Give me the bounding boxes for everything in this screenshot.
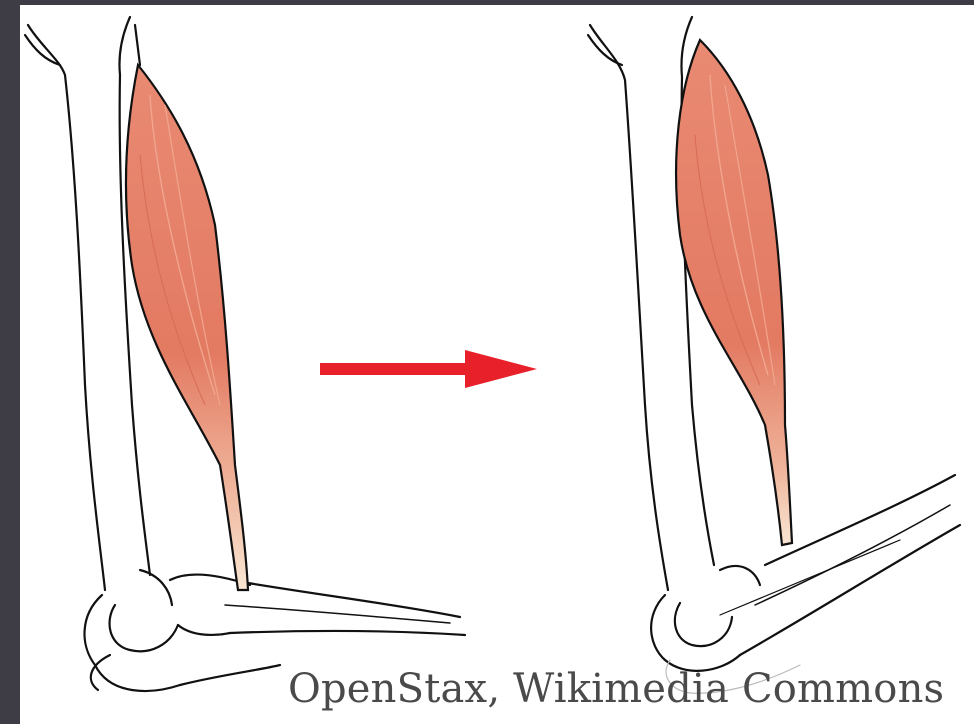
image-credit: OpenStax, Wikimedia Commons <box>288 665 944 713</box>
muscle-contraction-diagram <box>20 5 974 724</box>
diagram-canvas: OpenStax, Wikimedia Commons <box>20 5 974 724</box>
flexed-biceps-muscle <box>676 40 792 545</box>
relaxed-biceps-muscle <box>126 65 248 590</box>
right-arrow <box>320 350 537 388</box>
